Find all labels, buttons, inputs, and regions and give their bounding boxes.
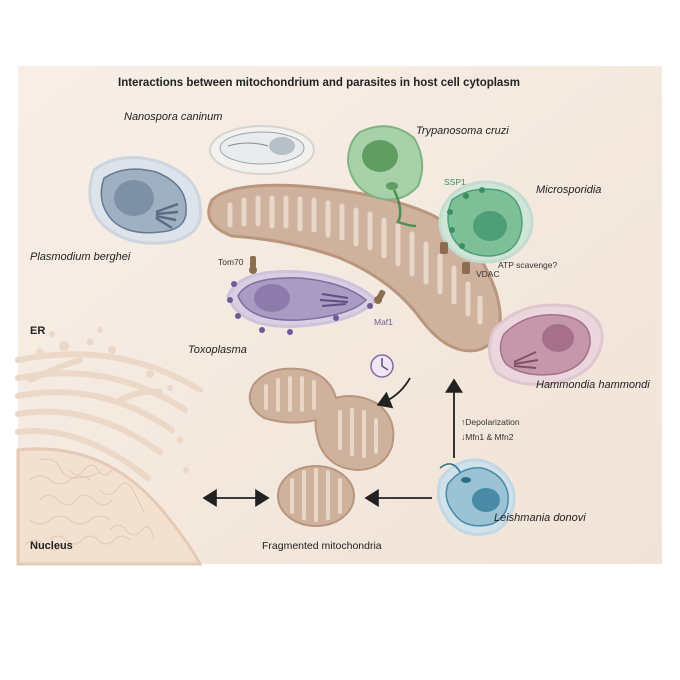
label-fragmented: Fragmented mitochondria (262, 540, 382, 552)
tom70-protein (249, 256, 257, 274)
label-toxoplasma: Toxoplasma (188, 344, 247, 356)
arrows (202, 377, 463, 507)
plasmodium-cell (88, 156, 203, 245)
mitochondrion-fragmented (277, 465, 355, 527)
label-atp-scavenge: ATP scavenge? (498, 260, 558, 270)
label-er: ER (30, 325, 46, 337)
mitochondrion-main (207, 183, 502, 353)
down-arrow-icon: ↓ (461, 432, 466, 442)
up-arrow-icon: ↑ (461, 417, 466, 427)
diagram-title: Interactions between mitochondrium and p… (118, 77, 520, 89)
hammondia-cell (488, 303, 604, 386)
label-leishmania: Leishmania donovi (494, 512, 586, 524)
depolarization-text: Depolarization (465, 417, 520, 427)
label-trypanosoma: Trypanosoma cruzi (416, 125, 509, 137)
label-mfn: ↓Mfn1 & Mfn2 (461, 433, 513, 442)
label-plasmodium: Plasmodium berghei (30, 251, 131, 263)
er-region (15, 351, 203, 481)
microsporidia-cell (438, 180, 534, 264)
nanospora-cell (209, 125, 315, 175)
label-nanospora: Nanospora caninum (124, 111, 223, 123)
label-depolarization: ↑Depolarization (461, 418, 520, 427)
label-microsporidia: Microsporidia (536, 184, 602, 196)
label-tom70: Tom70 (218, 257, 244, 267)
maf1-protein (374, 289, 386, 304)
label-hammondia: Hammondia hammondi (536, 379, 650, 391)
toxoplasma-cell (226, 270, 379, 335)
mfn-text: Mfn1 & Mfn2 (465, 432, 514, 442)
clock-icon (370, 354, 394, 378)
label-maf1: Maf1 (374, 317, 393, 327)
time-arrow (376, 377, 411, 409)
mitochondrion-dividing (248, 367, 395, 472)
vdac-channel (440, 242, 470, 274)
nucleus (16, 447, 203, 566)
label-vdac: VDAC (476, 269, 500, 279)
er-vesicles (36, 327, 189, 473)
label-nucleus: Nucleus (30, 540, 73, 552)
label-ssp1: SSP1 (444, 177, 466, 187)
leishmania-cell (436, 458, 516, 536)
trypanosoma-cell (346, 125, 424, 228)
